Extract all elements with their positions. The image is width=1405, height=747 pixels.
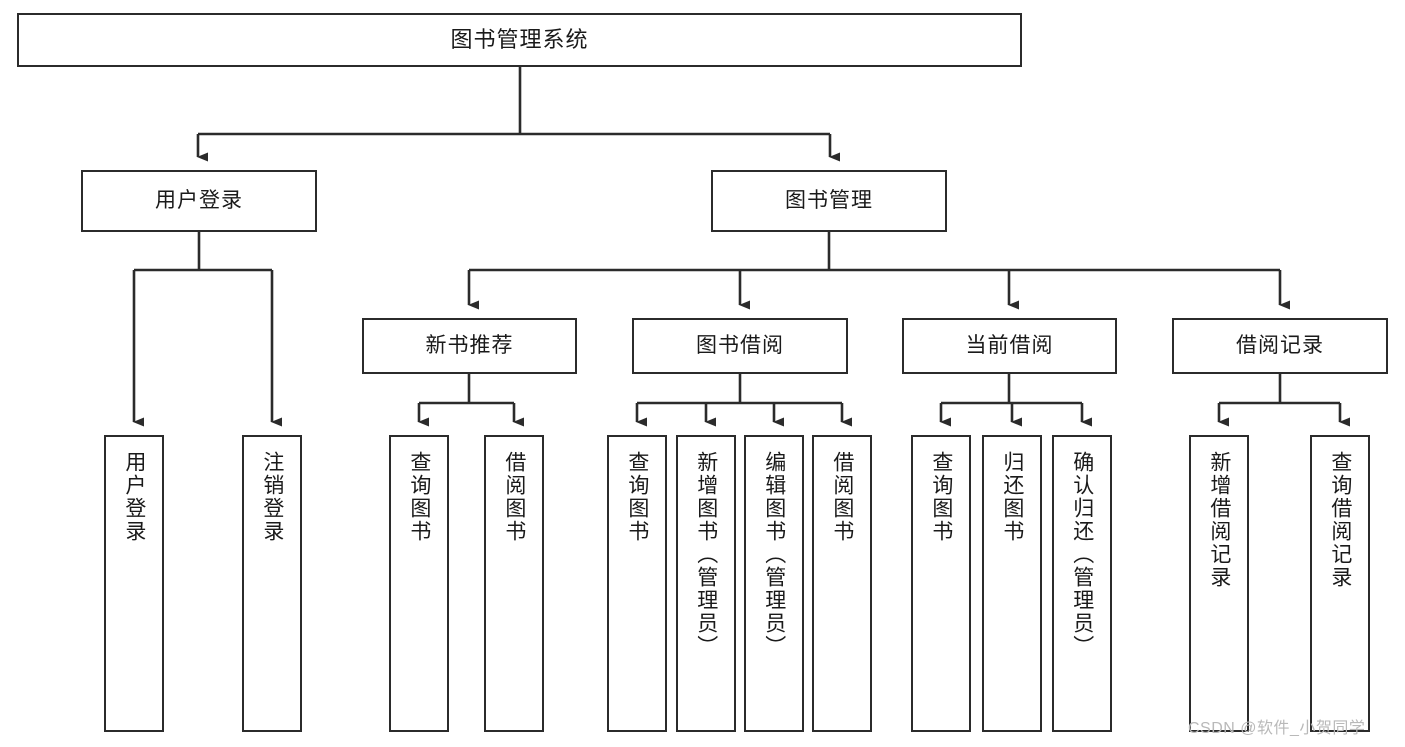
leaf-query-books-borrow-label: 查询图书 bbox=[625, 451, 649, 543]
leaf-borrow-books-recommend[interactable]: 借阅图书 bbox=[484, 435, 544, 732]
node-borrow-records[interactable]: 借阅记录 bbox=[1172, 318, 1388, 374]
leaf-return-books[interactable]: 归还图书 bbox=[982, 435, 1042, 732]
leaf-lend-books-label: 借阅图书 bbox=[830, 451, 854, 543]
node-book-management[interactable]: 图书管理 bbox=[711, 170, 947, 232]
leaf-add-book-admin[interactable]: 新增图书（管理员） bbox=[676, 435, 736, 732]
leaf-add-borrow-record[interactable]: 新增借阅记录 bbox=[1189, 435, 1249, 732]
leaf-add-borrow-record-label: 新增借阅记录 bbox=[1207, 451, 1231, 589]
node-user-login[interactable]: 用户登录 bbox=[81, 170, 317, 232]
leaf-logout[interactable]: 注销登录 bbox=[242, 435, 302, 732]
leaf-confirm-return-admin[interactable]: 确认归还（管理员） bbox=[1052, 435, 1112, 732]
leaf-query-borrow-record[interactable]: 查询借阅记录 bbox=[1310, 435, 1370, 732]
leaf-confirm-return-admin-label: 确认归还（管理员） bbox=[1070, 451, 1094, 658]
node-book-management-label: 图书管理 bbox=[785, 189, 873, 213]
leaf-query-books-current-label: 查询图书 bbox=[929, 451, 953, 543]
leaf-user-login[interactable]: 用户登录 bbox=[104, 435, 164, 732]
node-new-book-recommend-label: 新书推荐 bbox=[425, 334, 514, 358]
leaf-query-books-borrow[interactable]: 查询图书 bbox=[607, 435, 667, 732]
node-borrow-records-label: 借阅记录 bbox=[1236, 334, 1324, 358]
node-user-login-label: 用户登录 bbox=[155, 189, 243, 213]
leaf-return-books-label: 归还图书 bbox=[1000, 451, 1024, 543]
node-book-borrow[interactable]: 图书借阅 bbox=[632, 318, 848, 374]
leaf-user-login-label: 用户登录 bbox=[122, 451, 146, 543]
leaf-add-book-admin-label: 新增图书（管理员） bbox=[694, 451, 718, 658]
leaf-borrow-books-recommend-label: 借阅图书 bbox=[502, 451, 526, 543]
csdn-watermark: CSDN @软件_小贺同学 bbox=[1188, 720, 1366, 737]
node-book-borrow-label: 图书借阅 bbox=[696, 334, 784, 358]
leaf-query-borrow-record-label: 查询借阅记录 bbox=[1328, 451, 1352, 589]
leaf-edit-book-admin-label: 编辑图书（管理员） bbox=[762, 451, 786, 658]
leaf-edit-book-admin[interactable]: 编辑图书（管理员） bbox=[744, 435, 804, 732]
leaf-query-books-recommend[interactable]: 查询图书 bbox=[389, 435, 449, 732]
leaf-lend-books[interactable]: 借阅图书 bbox=[812, 435, 872, 732]
node-root-label: 图书管理系统 bbox=[450, 26, 589, 52]
leaf-query-books-recommend-label: 查询图书 bbox=[407, 451, 431, 543]
leaf-logout-label: 注销登录 bbox=[260, 451, 284, 543]
node-current-borrow-label: 当前借阅 bbox=[965, 334, 1054, 358]
leaf-query-books-current[interactable]: 查询图书 bbox=[911, 435, 971, 732]
node-current-borrow[interactable]: 当前借阅 bbox=[902, 318, 1117, 374]
node-new-book-recommend[interactable]: 新书推荐 bbox=[362, 318, 577, 374]
node-root[interactable]: 图书管理系统 bbox=[17, 13, 1022, 67]
